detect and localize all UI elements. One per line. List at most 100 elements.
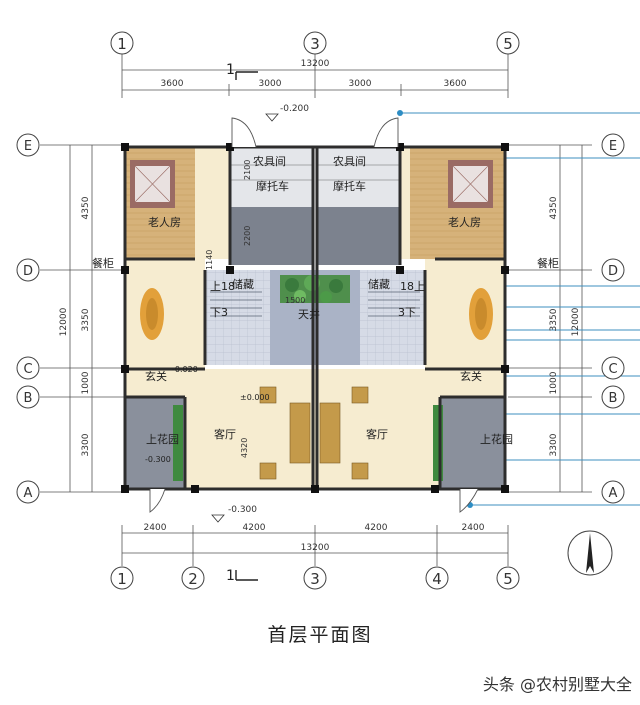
right-axis-circles [601, 133, 625, 504]
label-bedroom-left: 老人房 [148, 216, 181, 229]
dim-top-4: 3600 [444, 79, 467, 89]
label-bedroom-right: 老人房 [448, 216, 481, 229]
dining-table-right [469, 288, 493, 340]
label-living-right: 客厅 [366, 427, 388, 441]
dim-top-3: 3000 [349, 79, 372, 89]
level-marker-top [265, 113, 279, 122]
label-moto-right: 摩托车 [333, 179, 366, 193]
dim-top-total: 13200 [301, 59, 330, 69]
label-garden-right: 上花园 [480, 433, 513, 446]
axis-bottom-2: 2 [188, 570, 198, 588]
dim-bottom-total: 13200 [301, 543, 330, 553]
watermark: 头条 @农村别墅大全 [482, 675, 632, 694]
label-shed-right: 农具间 [333, 154, 366, 168]
label-stair-up-right: 18上 [400, 280, 425, 293]
dim-right-3: 1000 [549, 371, 559, 394]
dim-left-total: 12000 [59, 307, 69, 336]
level-foyer: -0.020 [172, 365, 198, 374]
section-mark-top [235, 71, 258, 80]
dim-right-1: 4350 [549, 196, 559, 219]
axis-right-e: E [609, 139, 617, 154]
dim-right-total: 12000 [571, 307, 581, 336]
left-dimensions [40, 144, 125, 493]
axis-left-a: A [24, 486, 33, 501]
label-cabinet-right: 餐柜 [537, 256, 559, 270]
axis-bottom-1: 1 [117, 570, 127, 588]
dining-table-left [140, 288, 164, 340]
inner-dims: 2100 2200 1140 4320 1500 [205, 160, 305, 458]
axis-right-d: D [608, 264, 618, 279]
section-mark-top-label: 1 [226, 62, 235, 78]
axis-top-3: 3 [310, 35, 320, 53]
level-living: ±0.000 [240, 393, 270, 402]
label-moto-left: 摩托车 [256, 179, 289, 193]
axis-left-d: D [23, 264, 33, 279]
structural-columns [121, 143, 509, 493]
level-bottom: -0.300 [228, 505, 257, 515]
bed-right [448, 160, 493, 208]
label-storage-right: 储藏 [368, 277, 390, 291]
dim-bottom-1: 2400 [144, 523, 167, 533]
label-foyer-left: 玄关 [145, 369, 167, 383]
label-foyer-right: 玄关 [460, 369, 482, 383]
garden-plants [173, 405, 443, 481]
axis-left-e: E [24, 139, 32, 154]
dim-inner-dining: 1140 [205, 250, 214, 270]
label-garden-left: 上花园 [146, 433, 179, 446]
label-living-left: 客厅 [214, 427, 236, 441]
dim-bottom-3: 4200 [365, 523, 388, 533]
right-dimensions [508, 144, 592, 493]
stair-treads [210, 291, 420, 317]
walls [123, 145, 507, 491]
label-shed-left: 农具间 [253, 154, 286, 168]
bed-left [130, 160, 175, 208]
entry-doors-top [231, 117, 399, 148]
sofa-set-right [319, 386, 369, 480]
dim-left-1: 4350 [81, 196, 91, 219]
label-stair-down-right: 3下 [398, 306, 416, 319]
axis-top-5: 5 [503, 35, 513, 53]
dim-bottom-2: 4200 [243, 523, 266, 533]
level-entry-top: -0.200 [280, 104, 309, 114]
axis-left-b: B [24, 391, 33, 406]
section-mark-bottom-label: 1 [226, 568, 235, 584]
axis-bottom-4: 4 [432, 570, 442, 588]
room-labels: 老人房 老人房 农具间 农具间 摩托车 摩托车 储藏 储藏 上18 下3 18上… [92, 154, 559, 446]
axis-right-b: B [609, 391, 618, 406]
level-garden: -0.300 [145, 455, 171, 464]
top-dimensions [121, 40, 509, 98]
axis-bottom-3: 3 [310, 570, 320, 588]
sofa-set-left [259, 386, 311, 480]
dim-inner-moto: 2200 [243, 226, 252, 246]
dim-left-3: 1000 [81, 371, 91, 394]
dim-bottom-4: 2400 [462, 523, 485, 533]
dim-inner-shed: 2100 [243, 160, 252, 180]
shed-lines [230, 164, 400, 181]
axis-bottom-5: 5 [503, 570, 513, 588]
drawing-title: 首层平面图 [267, 624, 373, 646]
entry-doors-bottom [149, 488, 479, 513]
dim-inner-living: 4320 [240, 438, 249, 458]
label-stair-up-left: 上18 [210, 280, 235, 293]
dim-top-2: 3000 [259, 79, 282, 89]
label-cabinet-left: 餐柜 [92, 256, 114, 270]
bottom-dimensions [121, 525, 509, 566]
axis-right-c: C [608, 362, 617, 377]
dim-right-4: 3300 [549, 433, 559, 456]
level-marker-bottom [211, 514, 225, 523]
dim-left-2: 3350 [81, 308, 91, 331]
label-storage-left: 储藏 [232, 277, 254, 291]
dim-top-1: 3600 [161, 79, 184, 89]
label-stair-down-left: 下3 [210, 306, 228, 319]
label-patio: 天井 [298, 307, 320, 321]
axis-left-c: C [23, 362, 32, 377]
dim-left-4: 3300 [81, 433, 91, 456]
axis-top-1: 1 [117, 35, 127, 53]
section-mark-bottom [235, 570, 258, 581]
top-axis-circles [110, 31, 520, 55]
dim-stair: 1500 [285, 296, 305, 305]
north-arrow-icon [567, 530, 613, 576]
dim-right-2: 3350 [549, 308, 559, 331]
patio-plants [280, 275, 350, 303]
